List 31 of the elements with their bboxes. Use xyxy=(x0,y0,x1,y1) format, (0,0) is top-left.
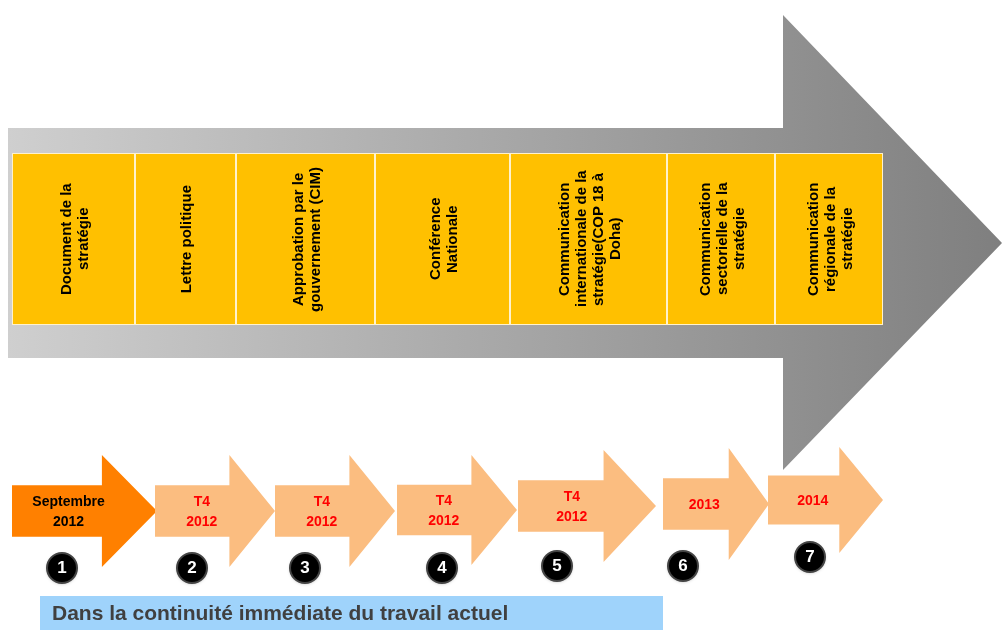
date-label: 2013 xyxy=(687,495,721,514)
milestone-label: Communication régionale de la stratégie xyxy=(803,181,855,298)
number-badge: 3 xyxy=(289,552,321,584)
milestone-label: Approbation par le gouvernement (CIM) xyxy=(288,165,323,314)
milestone-cell xyxy=(775,153,883,325)
number-badge: 7 xyxy=(794,541,826,573)
milestone-cell xyxy=(135,153,236,325)
date-label: T4 2012 xyxy=(185,492,219,531)
date-label: 2014 xyxy=(796,491,830,510)
date-label: T4 2012 xyxy=(427,491,461,530)
number-badge: 1 xyxy=(46,552,78,584)
number-badge: 5 xyxy=(541,550,573,582)
milestone-label: Lettre politique xyxy=(177,184,194,294)
number-badge: 2 xyxy=(176,552,208,584)
number-badge: 6 xyxy=(667,550,699,582)
milestone-label: Conférence Nationale xyxy=(425,196,460,283)
milestone-cell xyxy=(236,153,375,325)
date-label: Septembre 2012 xyxy=(31,492,106,531)
date-step xyxy=(663,448,769,560)
note-text: Dans la continuité immédiate du travail actuel xyxy=(52,600,509,627)
date-label: T4 2012 xyxy=(555,487,589,526)
note-banner xyxy=(40,596,663,630)
milestone-label: Document de la stratégie xyxy=(56,182,91,297)
milestone-label: Communication sectorielle de la stratégie xyxy=(695,181,747,298)
milestone-cell xyxy=(375,153,510,325)
milestone-label: Communication internationale de la stratégie(COP 18 à Doha) xyxy=(554,169,623,310)
number-badge: 4 xyxy=(426,552,458,584)
date-label: T4 2012 xyxy=(305,492,339,531)
milestone-cell xyxy=(12,153,135,325)
milestone-cell xyxy=(667,153,775,325)
milestone-cell xyxy=(510,153,667,325)
